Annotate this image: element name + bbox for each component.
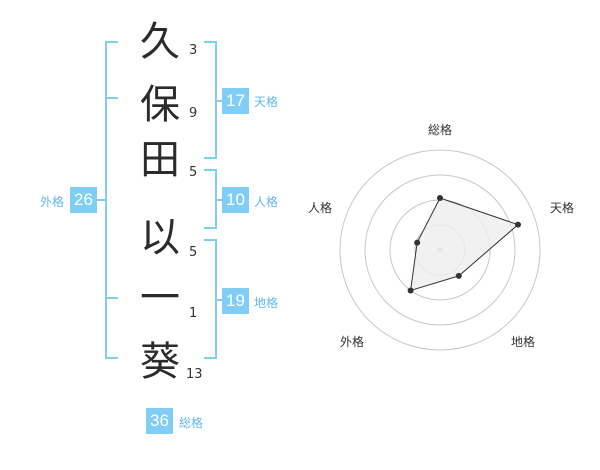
jinkaku-bracket — [204, 169, 222, 229]
jinkaku-label: 人格 — [254, 195, 279, 209]
radar-axis-label-chikaku: 地格 — [511, 335, 536, 349]
radar-axis-label-jinkaku: 人格 — [308, 201, 333, 215]
soukaku-label: 総格 — [179, 416, 204, 430]
radar-point-5 — [414, 239, 421, 246]
gaikaku-value: 26 — [70, 187, 97, 213]
gaikaku-bracket — [96, 41, 118, 359]
name-char-1: 久 — [140, 19, 180, 65]
tenkaku-label: 天格 — [254, 95, 279, 109]
name-char-6: 葵 — [140, 339, 180, 385]
radar-axis-label-soukaku: 総格 — [428, 123, 453, 137]
radar-ring — [364, 174, 516, 326]
gaikaku-label: 外格 — [40, 195, 65, 209]
name-char-2: 保 — [140, 82, 180, 128]
radar-ring — [339, 149, 541, 351]
radar-point-4 — [407, 287, 414, 294]
stroke-count-6: 13 — [186, 367, 203, 382]
radar-axis-label-gaikaku: 外格 — [340, 335, 365, 349]
radar-polygon — [410, 197, 519, 292]
name-char-3: 田 — [140, 137, 180, 183]
chikaku-label: 地格 — [254, 296, 279, 310]
chikaku-bracket — [204, 239, 222, 359]
stroke-count-1: 3 — [189, 43, 198, 58]
radar-axis-label-tenkaku: 天格 — [550, 201, 575, 215]
stroke-count-4: 5 — [189, 245, 198, 260]
tenkaku-bracket — [204, 41, 222, 159]
name-char-5: 一 — [140, 275, 180, 321]
soukaku-value: 36 — [146, 408, 173, 434]
stroke-count-5: 1 — [189, 306, 198, 321]
jinkaku-value: 10 — [222, 187, 249, 213]
radar-point-1 — [437, 195, 443, 201]
radar-point-2 — [514, 221, 521, 228]
radar-point-3 — [455, 272, 462, 279]
name-char-4: 以 — [140, 215, 180, 261]
chikaku-value: 19 — [222, 288, 249, 314]
stroke-count-2: 9 — [189, 106, 198, 121]
tenkaku-value: 17 — [222, 88, 249, 114]
stroke-count-3: 5 — [189, 165, 198, 180]
